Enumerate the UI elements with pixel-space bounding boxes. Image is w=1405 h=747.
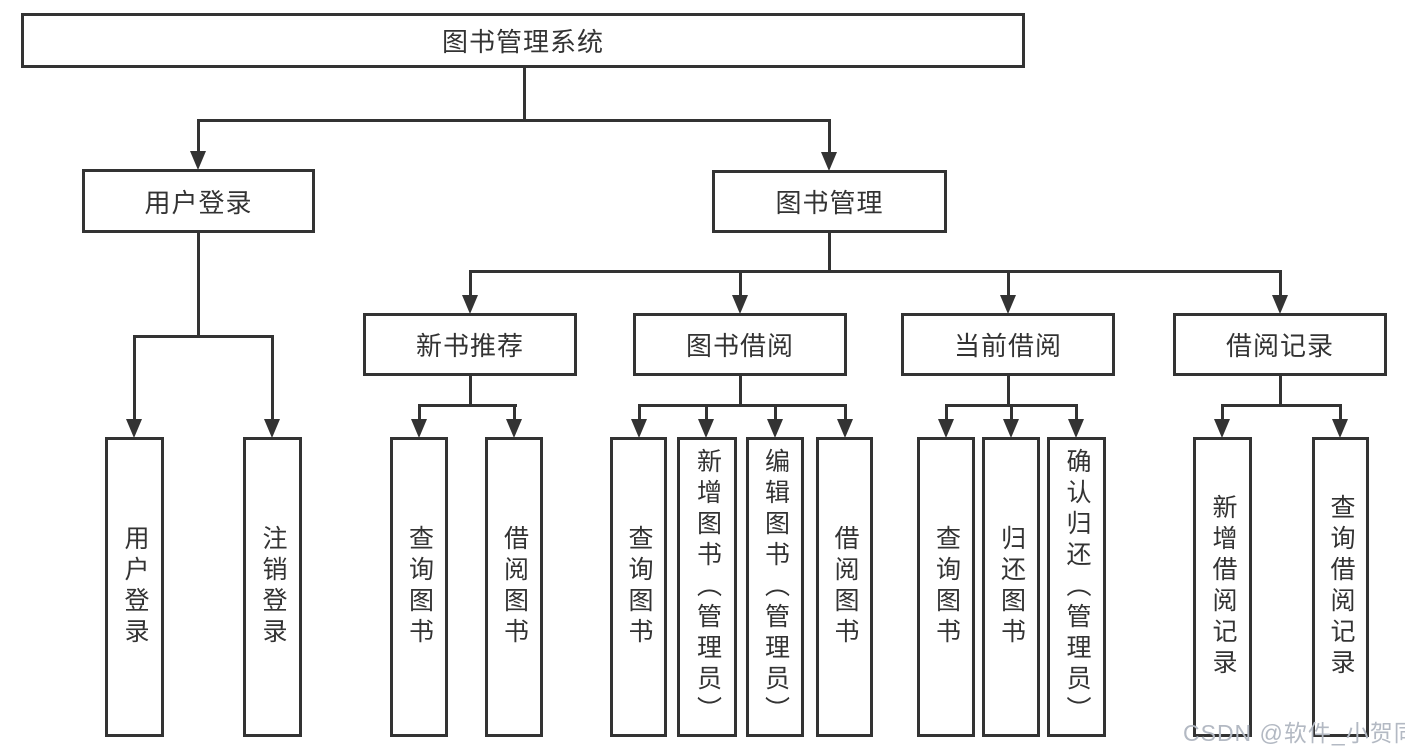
leaf-query-books-3-label: 查询图书: [932, 525, 961, 649]
leaf-query-books-1-label: 查询图书: [405, 525, 434, 649]
connector-line: [469, 376, 472, 407]
connector-line: [638, 404, 847, 407]
connector-line: [739, 376, 742, 407]
leaf-return-books-label: 归还图书: [997, 525, 1026, 649]
leaf-logout: 注销登录: [243, 437, 302, 737]
leaf-borrow-books-2: 借阅图书: [816, 437, 873, 737]
arrowhead-icon: [1000, 295, 1016, 314]
arrowhead-icon: [506, 419, 522, 438]
connector-line: [774, 404, 777, 427]
connector-line: [1339, 404, 1342, 427]
arrowhead-icon: [1214, 419, 1230, 438]
arrowhead-icon: [1003, 419, 1019, 438]
node-book-borrowing-label: 图书借阅: [685, 331, 794, 361]
arrowhead-icon: [190, 151, 206, 170]
leaf-borrow-books-1-label: 借阅图书: [500, 525, 529, 649]
arrowhead-icon: [462, 295, 478, 314]
node-root: 图书管理系统: [21, 13, 1025, 68]
node-borrowing-records-label: 借阅记录: [1225, 331, 1334, 361]
leaf-confirm-return-admin-label: 确认归还（管理员）: [1063, 447, 1091, 727]
node-new-book-recommend-label: 新书推荐: [415, 331, 524, 361]
connector-line: [828, 119, 831, 157]
arrowhead-icon: [837, 419, 853, 438]
leaf-query-books-2-label: 查询图书: [625, 525, 653, 649]
leaf-borrow-books-2-label: 借阅图书: [831, 525, 859, 649]
arrowhead-icon: [767, 419, 783, 438]
arrowhead-icon: [938, 419, 954, 438]
leaf-confirm-return-admin: 确认归还（管理员）: [1047, 437, 1106, 737]
connector-line: [844, 404, 847, 427]
leaf-query-borrow-record: 查询借阅记录: [1312, 437, 1369, 737]
leaf-user-login: 用户登录: [105, 437, 164, 737]
leaf-query-books-2: 查询图书: [610, 437, 667, 737]
connector-line: [705, 404, 708, 427]
connector-line: [1010, 404, 1013, 427]
arrowhead-icon: [698, 419, 714, 438]
leaf-add-books-admin-label: 新增图书（管理员）: [693, 447, 722, 727]
leaf-add-books-admin: 新增图书（管理员）: [677, 437, 737, 737]
connector-line: [133, 335, 274, 338]
node-book-borrowing: 图书借阅: [633, 313, 847, 376]
connector-line: [418, 404, 421, 427]
node-current-borrowing: 当前借阅: [901, 313, 1115, 376]
leaf-return-books: 归还图书: [982, 437, 1040, 737]
leaf-user-login-label: 用户登录: [121, 525, 149, 649]
leaf-edit-books-admin-label: 编辑图书（管理员）: [761, 447, 790, 727]
arrowhead-icon: [1068, 419, 1084, 438]
connector-line: [945, 404, 948, 427]
leaf-query-borrow-record-label: 查询借阅记录: [1327, 494, 1355, 680]
arrowhead-icon: [1272, 295, 1288, 314]
arrowhead-icon: [264, 419, 280, 438]
arrowhead-icon: [821, 152, 837, 171]
connector-line: [739, 270, 742, 298]
node-user-login: 用户登录: [82, 169, 315, 233]
connector-line: [418, 404, 517, 407]
node-book-management-label: 图书管理: [775, 188, 884, 218]
arrowhead-icon: [411, 419, 427, 438]
arrowhead-icon: [126, 419, 142, 438]
leaf-logout-label: 注销登录: [259, 525, 287, 649]
connector-line: [1221, 404, 1224, 427]
leaf-edit-books-admin: 编辑图书（管理员）: [746, 437, 804, 737]
connector-line: [1279, 270, 1282, 298]
node-new-book-recommend: 新书推荐: [363, 313, 577, 376]
arrowhead-icon: [1332, 419, 1348, 438]
node-book-management: 图书管理: [712, 170, 947, 233]
node-borrowing-records: 借阅记录: [1173, 313, 1387, 376]
connector-line: [469, 270, 1282, 273]
arrowhead-icon: [732, 295, 748, 314]
connector-line: [197, 233, 200, 338]
connector-line: [1007, 376, 1010, 407]
connector-line: [271, 335, 274, 427]
connector-line: [1075, 404, 1078, 427]
connector-line: [513, 404, 516, 427]
leaf-add-borrow-record-label: 新增借阅记录: [1209, 494, 1237, 680]
leaf-borrow-books-1: 借阅图书: [485, 437, 543, 737]
connector-line: [523, 68, 526, 121]
leaf-add-borrow-record: 新增借阅记录: [1193, 437, 1252, 737]
connector-line: [133, 335, 136, 427]
node-current-borrowing-label: 当前借阅: [953, 331, 1062, 361]
connector-line: [1221, 404, 1342, 407]
connector-line: [197, 119, 831, 122]
node-user-login-label: 用户登录: [144, 187, 253, 218]
csdn-watermark: CSDN @软件_小贺同学: [1183, 720, 1405, 746]
leaf-query-books-1: 查询图书: [390, 437, 448, 737]
connector-line: [197, 119, 200, 157]
connector-line: [1007, 270, 1010, 298]
connector-line: [469, 270, 472, 298]
connector-line: [828, 233, 831, 273]
connector-line: [1279, 376, 1282, 407]
leaf-query-books-3: 查询图书: [917, 437, 975, 737]
connector-line: [638, 404, 641, 427]
arrowhead-icon: [631, 419, 647, 438]
node-root-label: 图书管理系统: [441, 27, 604, 57]
